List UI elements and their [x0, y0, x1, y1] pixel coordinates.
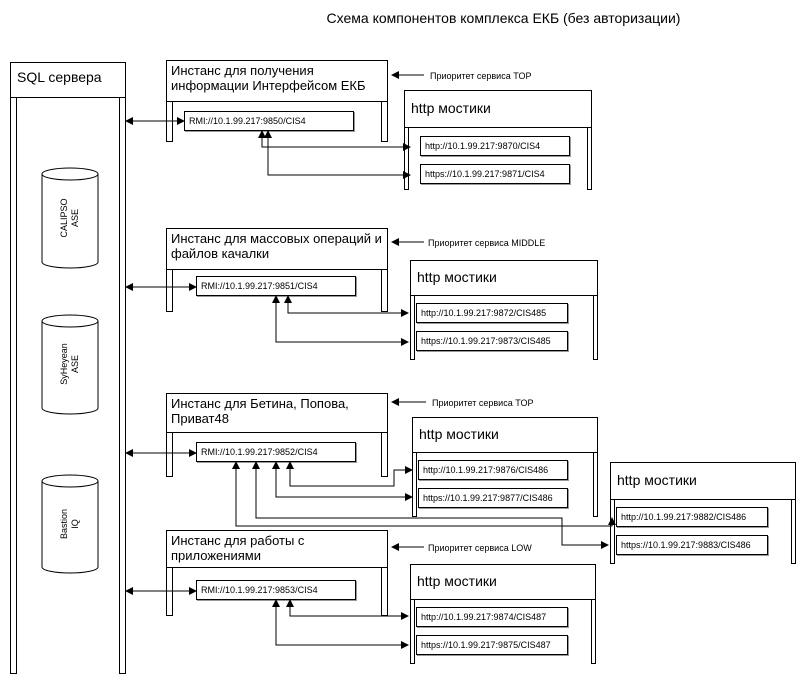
link-rmi3-https — [272, 461, 413, 501]
link-rmi3-bridge4-https — [252, 461, 609, 549]
sql-servers-header: SQL сервера — [10, 62, 126, 98]
db-cylinder-calipso — [41, 167, 99, 269]
instance-2-priority: Приоритет сервиса MIDDLE — [428, 238, 546, 248]
bridge-1-title: http мостики — [404, 90, 592, 128]
instance-3-priority: Приоритет сервиса TOP — [432, 398, 534, 408]
bridge-1-https: https://10.1.99.217:9871/CIS4 — [420, 164, 570, 184]
link-rmi4-https — [272, 599, 409, 649]
link-rmi1-https — [264, 130, 411, 179]
link-rmi3-http — [286, 461, 413, 487]
instance-1-priority: Приоритет сервиса TOP — [430, 71, 532, 81]
instance-3-title: Инстанс для Бетина, Попова, Приват48 — [166, 393, 388, 433]
instance-2-title: Инстанс для массовых операций и файлов к… — [166, 228, 388, 270]
db-cylinder-syheyean — [41, 314, 99, 415]
bridge-2-title: http мостики — [410, 260, 598, 296]
bridge-2-https: https://10.1.99.217:9873/CIS485 — [416, 331, 568, 351]
instance-1-title: Инстанс для получения информации Интерфе… — [166, 60, 388, 102]
link-rmi2-http — [284, 295, 409, 317]
diagram-title: Схема компонентов комплекса ЕКБ (без авт… — [326, 10, 681, 26]
bridge-5-https: https://10.1.99.217:9875/CIS487 — [416, 635, 568, 655]
link-rmi2-https — [272, 295, 409, 346]
link-rmi4-http — [286, 599, 409, 620]
bridge-5-title: http мостики — [410, 564, 596, 600]
bridge-3-title: http мостики — [412, 417, 598, 453]
link-rmi1-http — [258, 130, 411, 151]
bridge-1-http: http://10.1.99.217:9870/CIS4 — [420, 136, 570, 156]
bridge-4-https: https://10.1.99.217:9883/CIS486 — [616, 535, 768, 555]
link-rmi3-bridge4-http — [232, 461, 616, 527]
bridge-2-http: http://10.1.99.217:9872/CIS485 — [416, 303, 568, 323]
bridge-4-http: http://10.1.99.217:9882/CIS486 — [616, 507, 768, 527]
bridge-4-title: http мостики — [610, 462, 796, 500]
bridge-5-http: http://10.1.99.217:9874/CIS487 — [416, 607, 568, 627]
db-cylinder-bastion — [41, 474, 99, 574]
